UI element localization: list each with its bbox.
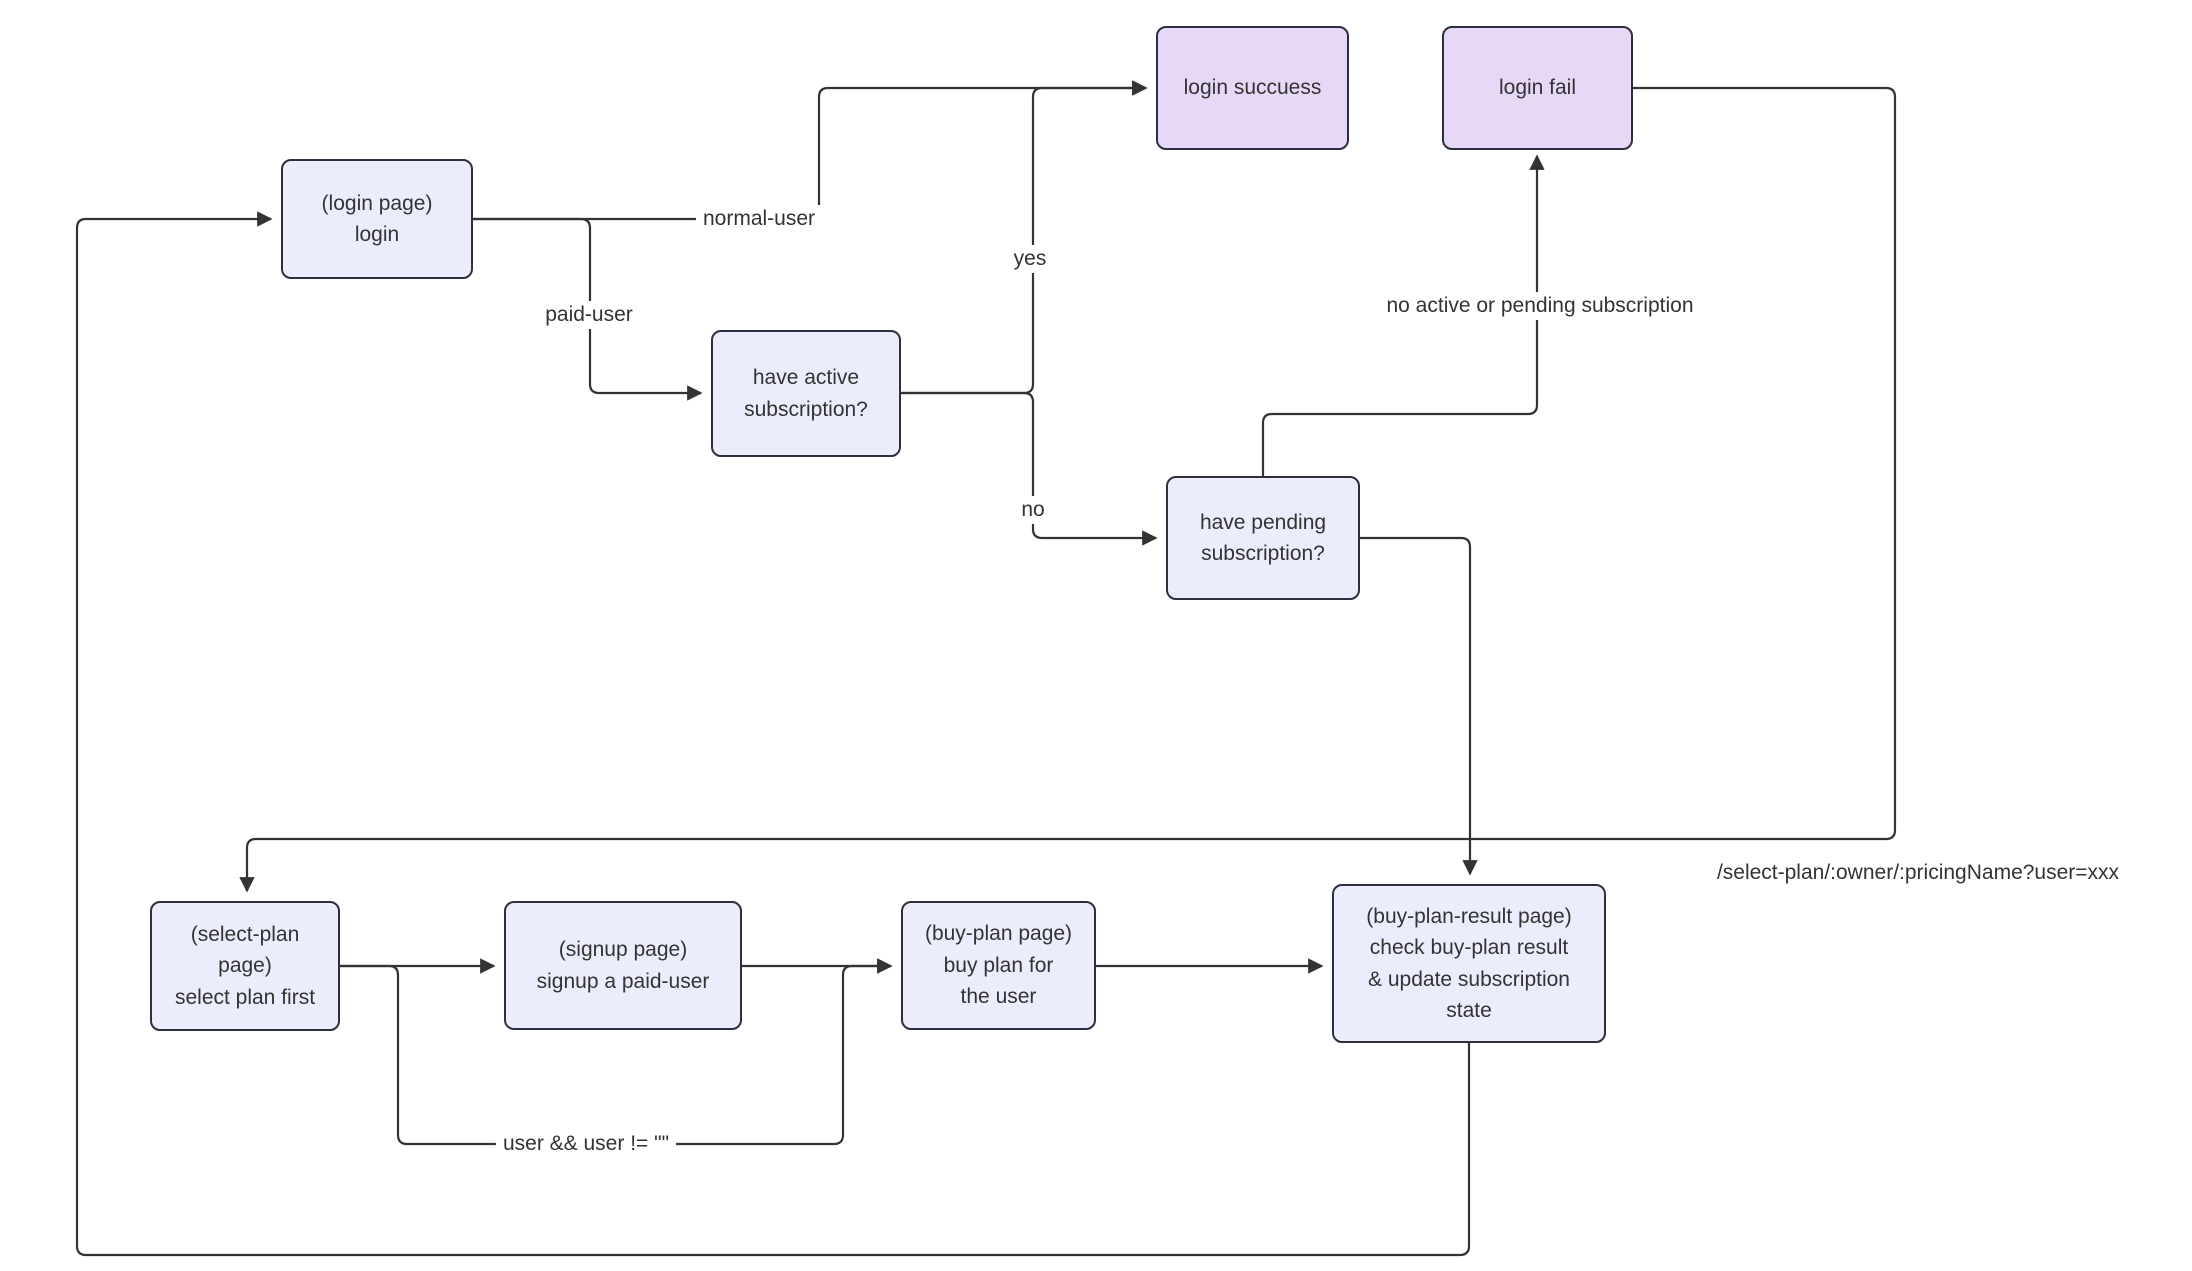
edge-have-pending-to-login-fail — [1261, 154, 1545, 476]
node-login-success: login succuess — [1156, 26, 1349, 150]
node-buy-plan-result-page: (buy-plan-result page) check buy-plan re… — [1332, 884, 1606, 1043]
edge-label-paid-user: paid-user — [538, 301, 640, 329]
edge-label-yes: yes — [1006, 245, 1054, 273]
edge-buy-plan-result-to-login — [75, 211, 1471, 1257]
edge-login-fail-to-select-plan — [239, 86, 1897, 893]
node-select-plan-page: (select-plan page) select plan first — [150, 901, 340, 1031]
edge-label-no-active-or-pending: no active or pending subscription — [1379, 292, 1701, 320]
node-have-active-subscription: have active subscription? — [711, 330, 901, 457]
edge-label-select-plan-url: /select-plan/:owner/:pricingName?user=xx… — [1709, 859, 2127, 887]
node-have-pending-subscription: have pending subscription? — [1166, 476, 1360, 600]
edge-label-normal-user: normal-user — [695, 205, 823, 233]
edge-label-user-not-empty: user && user != "" — [495, 1130, 677, 1158]
edge-have-active-to-login-success — [901, 80, 1148, 395]
node-buy-plan-page: (buy-plan page) buy plan for the user — [901, 901, 1096, 1030]
edge-login-to-login-success — [473, 80, 1148, 221]
node-login-page: (login page) login — [281, 159, 473, 279]
edge-have-active-to-have-pending — [901, 391, 1158, 546]
node-login-fail: login fail — [1442, 26, 1633, 150]
edge-label-no: no — [1014, 496, 1052, 524]
node-signup-page: (signup page) signup a paid-user — [504, 901, 742, 1030]
edge-have-pending-to-buy-plan-result — [1360, 536, 1478, 876]
